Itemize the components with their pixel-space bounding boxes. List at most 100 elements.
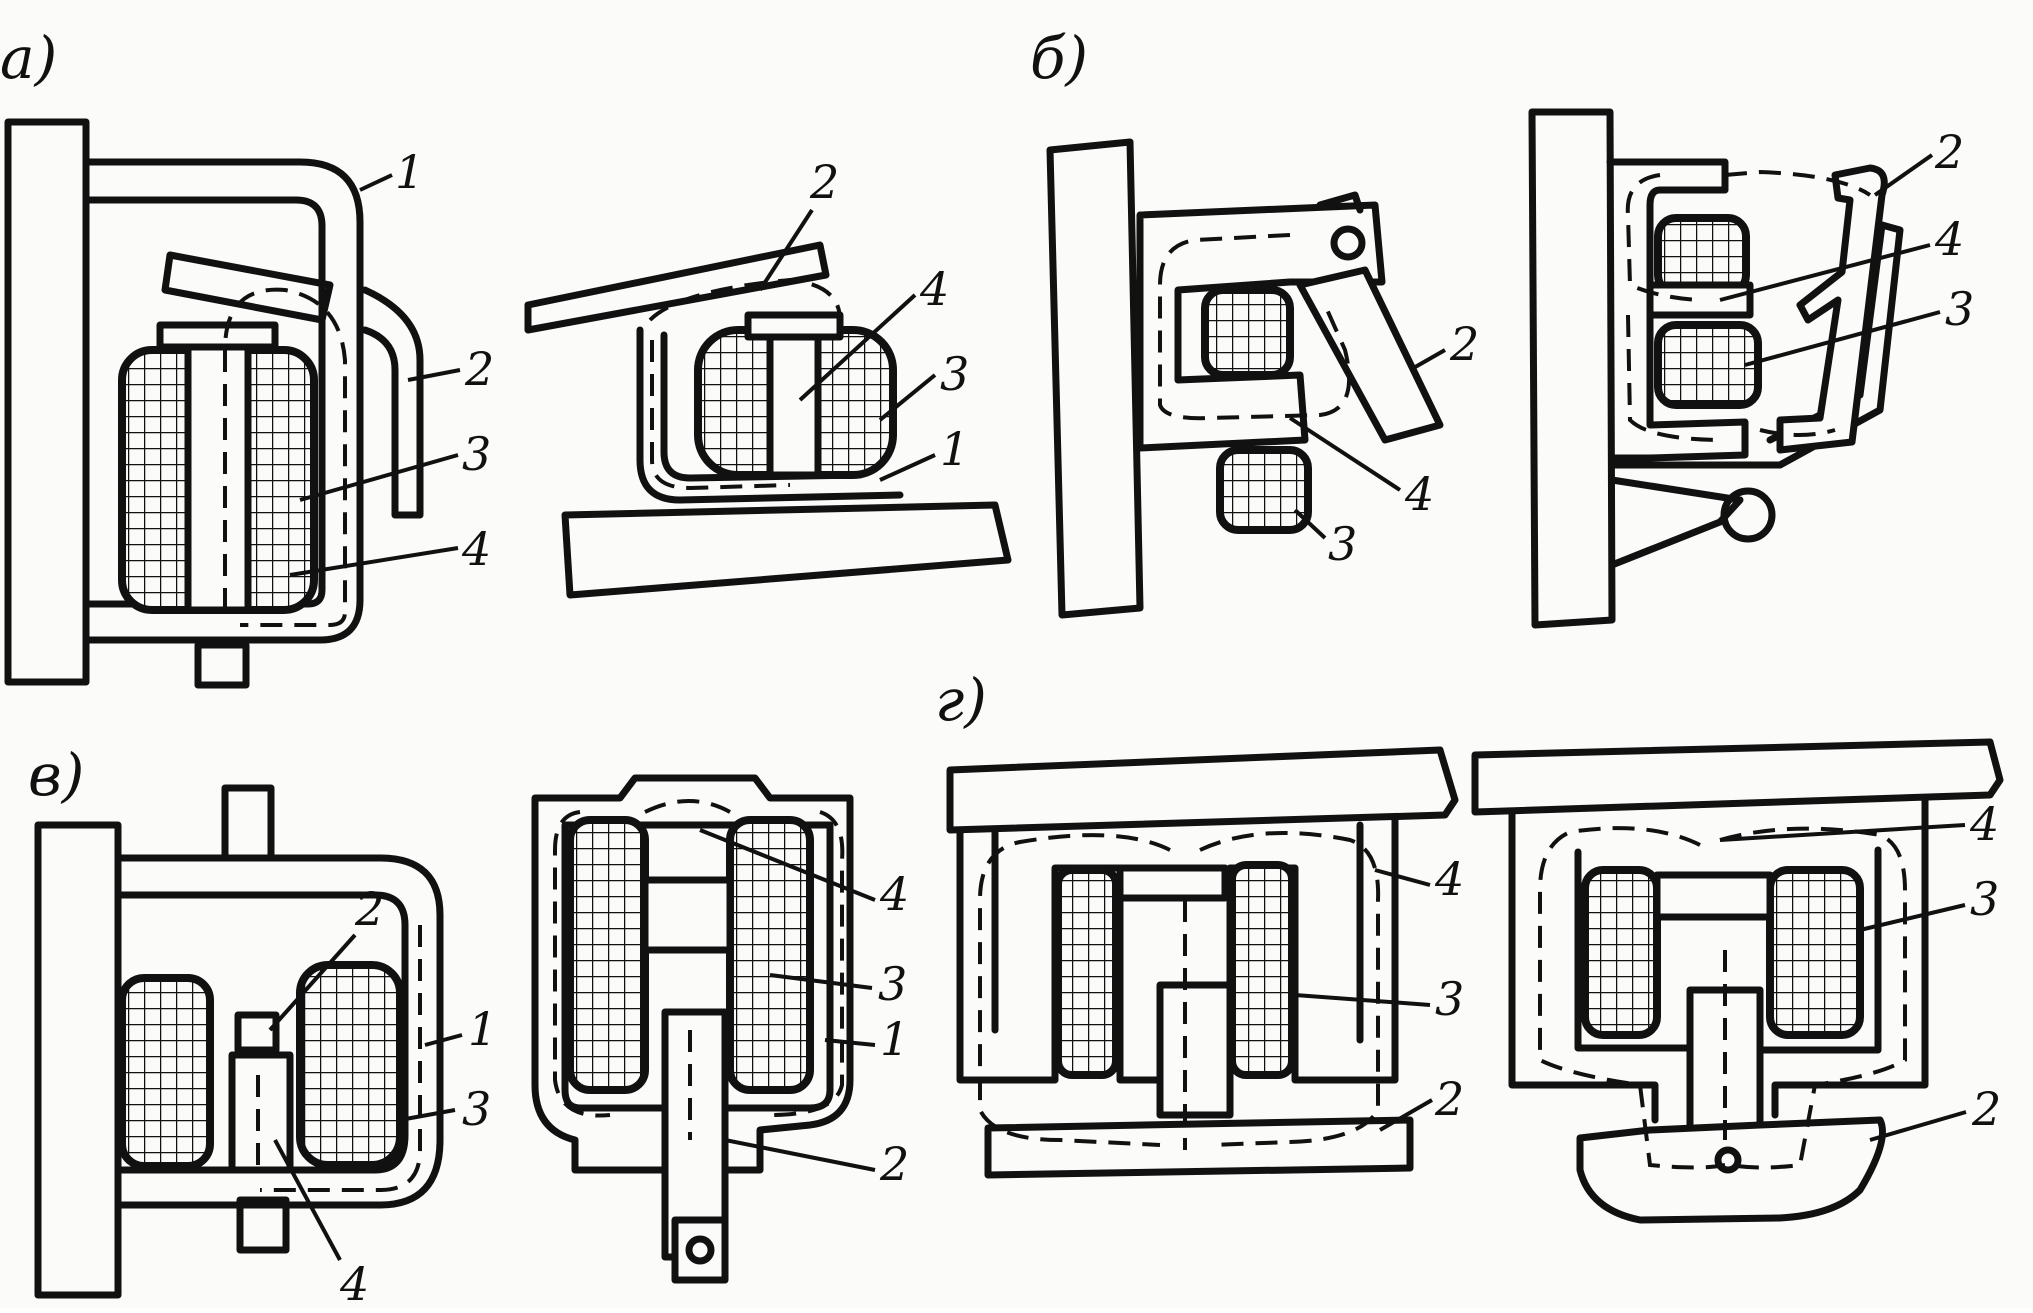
spring-clip xyxy=(1316,191,1364,214)
leader-2 xyxy=(1409,348,1446,372)
leader-4 xyxy=(273,1139,342,1261)
coil-right xyxy=(1766,866,1864,1039)
core xyxy=(1646,281,1754,319)
bolt xyxy=(194,641,250,689)
callout-1: 1 xyxy=(395,145,424,199)
callout-1: 1 xyxy=(468,1002,497,1056)
core-top xyxy=(1116,864,1229,902)
section-b-label: б) xyxy=(1030,24,1088,92)
flux-path xyxy=(978,830,1381,1150)
leader-4 xyxy=(1288,416,1402,492)
leader-2 xyxy=(268,933,357,1032)
leader-3 xyxy=(1293,508,1327,540)
flux-path xyxy=(223,287,347,627)
section-v-plunger-magnet: 2 1 3 4 xyxy=(34,784,497,1311)
section-g-e-core-magnet: 4 3 2 xyxy=(946,746,1464,1179)
stem-top xyxy=(221,784,275,862)
section-g-shell-magnet: 4 3 2 xyxy=(1471,738,2004,1224)
section-b-hinged-magnet: 2 4 3 xyxy=(1528,108,1974,629)
yoke xyxy=(82,158,364,644)
section-a-clapper-magnet: 1 2 3 4 xyxy=(4,118,494,689)
leader-4 xyxy=(1719,823,1966,842)
leader-1 xyxy=(424,1033,463,1047)
leader-2 xyxy=(1873,153,1934,197)
stop xyxy=(234,1011,280,1054)
section-v-label: в) xyxy=(28,741,84,809)
yoke-inner xyxy=(114,891,409,1174)
callout-3: 3 xyxy=(1435,972,1464,1026)
flux-path xyxy=(1158,233,1352,421)
section-a: а) 1 2 3 4 xyxy=(0,24,1012,689)
callout-3: 3 xyxy=(462,427,491,481)
armature xyxy=(1296,266,1444,444)
magnetic-circuit-inner xyxy=(660,331,864,482)
callout-2: 2 xyxy=(1971,1082,2001,1136)
leader-4 xyxy=(1374,868,1431,887)
yoke xyxy=(114,854,444,1209)
mounting-plate xyxy=(946,746,1459,834)
leader-4 xyxy=(1719,243,1931,302)
callout-2: 2 xyxy=(879,1137,909,1191)
mounting-wall xyxy=(1528,108,1616,629)
leader-1 xyxy=(824,1038,876,1047)
pole-cap xyxy=(156,321,279,351)
leader-4 xyxy=(798,293,917,402)
callout-2: 2 xyxy=(464,342,494,396)
callout-3: 3 xyxy=(462,1082,491,1136)
callout-2: 2 xyxy=(1449,317,1479,371)
callout-2: 2 xyxy=(1934,125,1964,179)
armature xyxy=(984,1116,1414,1179)
pivot xyxy=(1720,487,1776,543)
coil-lower xyxy=(1654,321,1762,409)
base-plate xyxy=(561,501,1012,599)
core xyxy=(184,331,252,614)
leader-4 xyxy=(289,546,459,577)
section-g: г) 4 3 2 xyxy=(935,666,2004,1224)
plunger-end xyxy=(671,1216,729,1284)
section-v: в) 2 1 3 4 xyxy=(28,741,909,1311)
callout-4: 4 xyxy=(339,1257,369,1308)
coil-left xyxy=(1054,866,1120,1079)
section-g-label: г) xyxy=(935,666,987,734)
callout-2: 2 xyxy=(354,882,384,936)
flux-path xyxy=(648,277,842,491)
callout-2: 2 xyxy=(809,155,839,209)
leader-3 xyxy=(878,373,937,422)
plunger xyxy=(661,1008,729,1261)
center-pole xyxy=(1156,981,1234,1119)
callout-4: 4 xyxy=(461,522,491,576)
section-a-label: а) xyxy=(0,24,57,92)
eyelet xyxy=(1714,1146,1742,1174)
magnetic-circuit xyxy=(636,326,904,504)
shell xyxy=(531,774,854,1174)
mounting-wall xyxy=(4,118,90,686)
callout-4: 4 xyxy=(879,867,909,921)
leader-2 xyxy=(1379,1098,1433,1132)
core xyxy=(766,316,822,479)
callout-4: 4 xyxy=(1934,212,1964,266)
section-b: б) 2 4 3 xyxy=(1030,24,1974,629)
leader-1 xyxy=(359,173,393,192)
callout-4: 4 xyxy=(1404,467,1434,521)
mounting-plate xyxy=(1471,738,2004,816)
flux-path xyxy=(256,925,422,1192)
shell-inner xyxy=(1574,846,1882,1054)
leader-2 xyxy=(407,368,461,382)
callout-3: 3 xyxy=(1970,872,1999,926)
leader-4 xyxy=(699,828,876,902)
core xyxy=(641,876,734,954)
flux-path xyxy=(1538,826,1907,1170)
armature-arm xyxy=(361,286,424,519)
pivot xyxy=(1330,225,1366,261)
leader-3 xyxy=(399,1108,456,1122)
core-top xyxy=(1653,871,1774,921)
shell xyxy=(1508,796,1929,1124)
coil-left xyxy=(118,974,214,1170)
section-v-shell-magnet: 4 3 1 2 xyxy=(531,774,909,1284)
coil-right xyxy=(1228,861,1296,1079)
shell-inner xyxy=(561,821,834,1112)
yoke xyxy=(1606,158,1749,462)
callout-3: 3 xyxy=(878,957,907,1011)
